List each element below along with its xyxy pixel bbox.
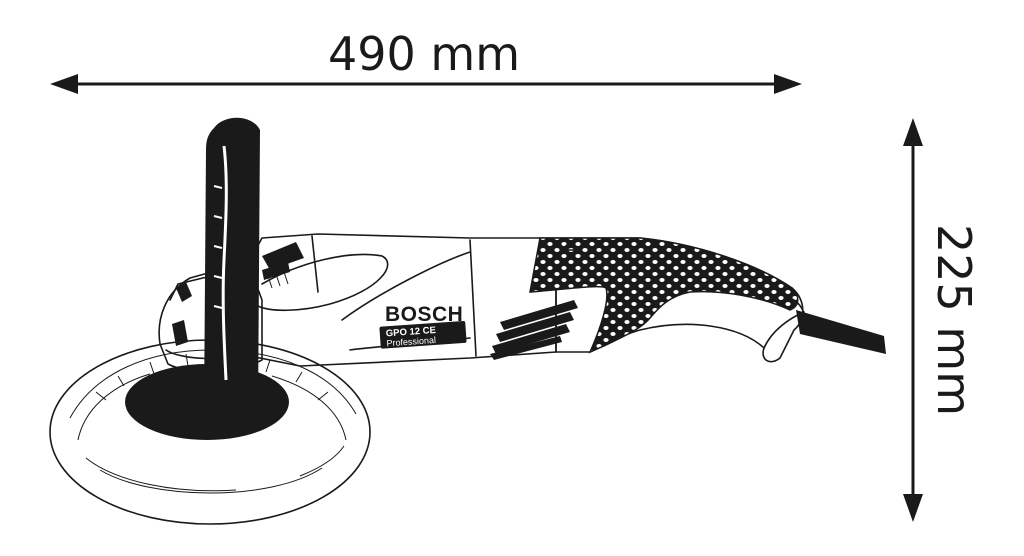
width-dimension: 490 mm [50, 27, 802, 94]
width-arrow-left [50, 74, 78, 94]
height-arrow-bottom [903, 494, 923, 522]
polisher-illustration: BOSCH GPO 12 CE Professional [49, 117, 886, 525]
height-arrow-top [903, 118, 923, 146]
height-label: 225 mm [927, 224, 981, 416]
brand-logo: BOSCH [385, 303, 463, 326]
model-name: GPO 12 CE [385, 325, 436, 339]
side-handle [204, 117, 260, 419]
product-line: Professional [386, 335, 436, 348]
width-label: 490 mm [328, 27, 520, 81]
grip-zone [529, 237, 799, 354]
polishing-bonnet [49, 339, 371, 525]
height-dimension: 225 mm [903, 118, 981, 522]
label-plate: BOSCH GPO 12 CE Professional [379, 303, 467, 349]
power-cord [789, 297, 886, 354]
vent-slots [490, 300, 578, 360]
motor-housing [247, 233, 557, 367]
width-arrow-right [774, 74, 802, 94]
rear-handle [490, 237, 805, 363]
